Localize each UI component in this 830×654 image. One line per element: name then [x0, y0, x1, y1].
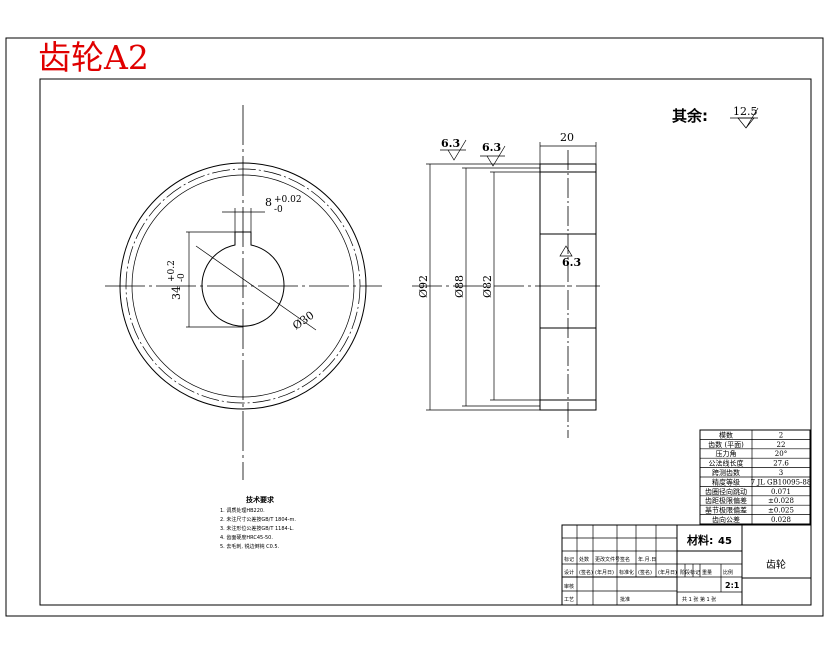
param-value: 22 — [777, 441, 786, 449]
roughness-value: 12.5 — [733, 105, 758, 118]
sign-cell: (签名) — [579, 569, 593, 576]
row-label-design: 设计 — [564, 569, 574, 576]
param-value: ±0.028 — [768, 497, 794, 505]
title-block: 材料: 45 齿轮 2:1 共 1 张 第 1 张 标记 处数 更改文件号 签名… — [561, 524, 812, 606]
param-label: 齿圈径向跳动 — [705, 487, 747, 496]
param-value: 0.028 — [771, 516, 791, 524]
section-view: 20 Ø92 Ø88 Ø82 6.3 6.3 6.3 — [412, 131, 600, 438]
tip-circle — [119, 162, 367, 410]
param-value: 2 — [779, 431, 783, 439]
part-name: 齿轮 — [766, 558, 786, 571]
tech-req-item: 1. 调质处理HB220. — [220, 507, 265, 514]
pitch-diameter: Ø88 — [453, 275, 466, 298]
tech-req-item: 2. 未注尺寸公差按GB/T 1804-m. — [220, 516, 296, 523]
tech-req-item: 4. 齿面硬度HRC45-50. — [220, 534, 273, 541]
outer-frame — [5, 37, 824, 617]
approve-label: 批准 — [620, 596, 630, 603]
row-label-review: 审核 — [564, 583, 574, 590]
roughness-label: 其余: — [672, 107, 708, 125]
sign-cell: (签名) — [638, 569, 652, 576]
roughness-mark-bore: 6.3 — [562, 256, 581, 269]
param-label: 压力角 — [716, 449, 737, 458]
roughness-symbol-icon — [559, 245, 573, 257]
root-diameter: Ø82 — [481, 275, 494, 298]
param-value: 0.071 — [771, 488, 791, 496]
keyway-depth-tol-upper: +0.2 — [167, 260, 177, 282]
param-label: 基节极限偏差 — [705, 506, 747, 515]
material-label: 材料: — [687, 533, 713, 547]
gear-parameter-table: 模数 2 齿数 (平面) 22 压力角 20° 公法线长度 27.6 跨测齿数 3 精度等级 7 JL… — [699, 429, 812, 525]
param-label: 齿数 (平面) — [708, 440, 744, 449]
pitch-circle — [125, 168, 361, 404]
overlay-title: 齿轮A2 — [38, 38, 149, 77]
tech-req-item: 5. 去毛刺, 锐边倒钝 C0.5. — [220, 543, 280, 550]
param-value: 7 JL GB10095-88 — [751, 478, 812, 486]
scale-value: 2:1 — [725, 581, 740, 590]
sheet-info: 共 1 张 第 1 张 — [682, 596, 716, 603]
inner-frame — [39, 78, 812, 606]
header-cell: 签名 — [620, 556, 630, 563]
header-cell: 处数 — [579, 556, 589, 563]
technical-requirements: 技术要求 1. 调质处理HB220. 2. 未注尺寸公差按GB/T 1804-m.… — [220, 495, 296, 550]
param-value: ±0.025 — [768, 507, 794, 515]
sign-cell: (年月日) — [658, 569, 677, 576]
mid-cell: 阶段标记 — [680, 569, 700, 576]
tech-req-item: 3. 未注形位公差按GB/T 1184-L. — [220, 525, 294, 532]
bore-with-keyway — [201, 231, 285, 327]
header-cell: 年.月.日 — [638, 556, 656, 563]
param-label: 公法线长度 — [709, 459, 744, 468]
sign-cell: 标准化 — [619, 569, 634, 576]
material-value: 45 — [718, 536, 732, 547]
header-cell: 更改文件号 — [595, 556, 620, 563]
keyway-depth-tol-lower: -0 — [177, 273, 187, 282]
keyway-width: 8 — [265, 196, 272, 209]
outer-diameter: Ø92 — [417, 275, 430, 298]
gear-width: 20 — [560, 131, 574, 144]
roughness-mark-2: 6.3 — [482, 141, 501, 154]
bore-diameter: Ø30 — [290, 309, 316, 333]
keyway-width-tol-upper: +0.02 — [274, 195, 302, 205]
row-label-process: 工艺 — [564, 597, 574, 603]
param-label: 齿向公差 — [712, 515, 740, 524]
keyway-depth: 34 — [170, 286, 183, 300]
bore-dia-leader — [195, 245, 317, 331]
roughness-mark-1: 6.3 — [441, 137, 460, 150]
keyway-width-tol-lower: -0 — [274, 205, 283, 215]
front-view: 8 +0.02 -0 34 +0.2 -0 Ø30 — [105, 105, 382, 480]
general-roughness-note: 其余: 12.5 — [672, 105, 759, 129]
param-label: 齿距极限偏差 — [705, 496, 747, 505]
param-value: 3 — [779, 469, 783, 477]
header-cell: 标记 — [564, 556, 574, 563]
sign-cell: (年月日) — [595, 569, 614, 576]
mid-cell: 重量 — [702, 569, 712, 576]
param-label: 精度等级 — [712, 477, 740, 486]
tech-req-title: 技术要求 — [246, 495, 275, 504]
root-circle — [131, 174, 355, 398]
param-value: 20° — [775, 450, 787, 458]
param-label: 模数 — [719, 430, 733, 439]
mid-cell: 比例 — [723, 569, 733, 576]
param-label: 跨测齿数 — [712, 468, 740, 477]
param-value: 27.6 — [773, 460, 789, 468]
